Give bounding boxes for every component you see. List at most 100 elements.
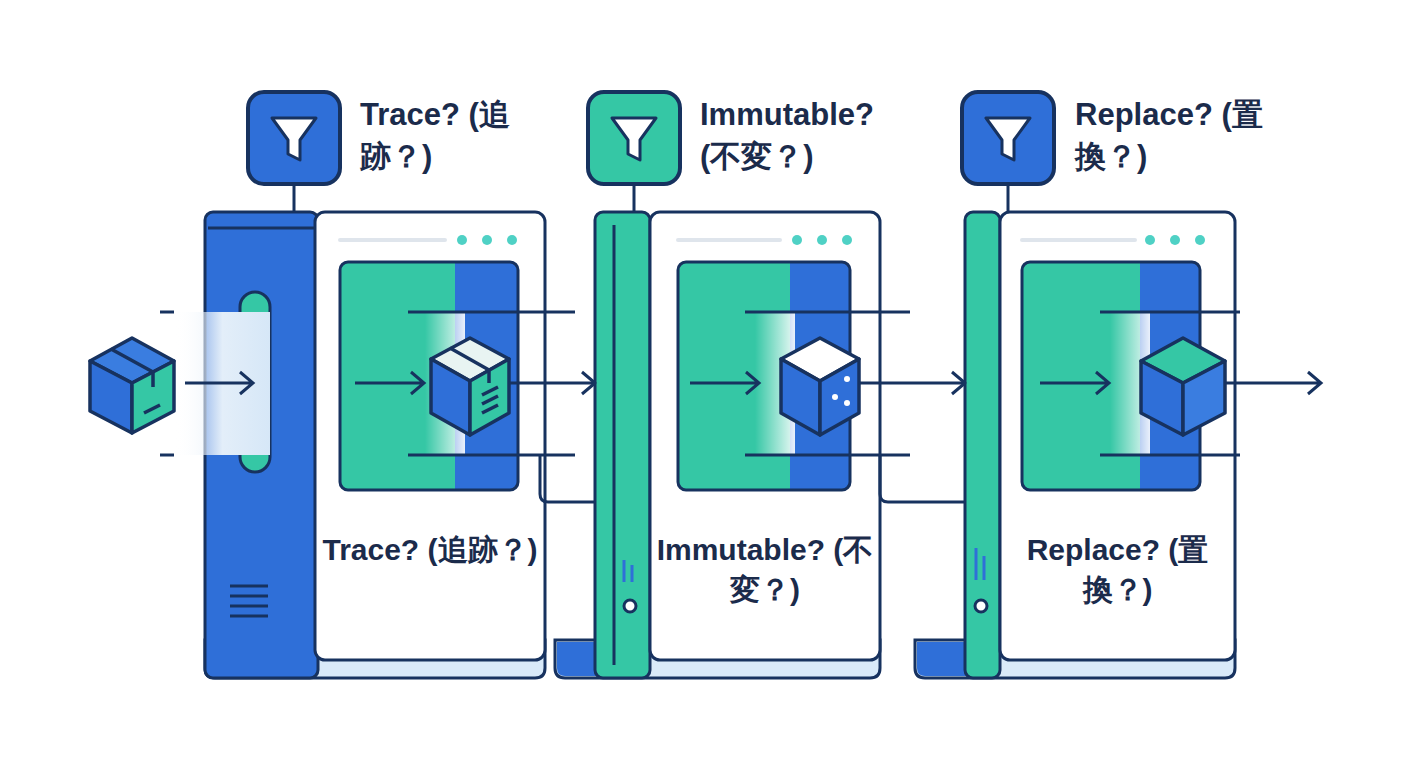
badge-box [962, 92, 1054, 184]
output-arrow [1226, 372, 1321, 394]
cube-face [1183, 361, 1225, 435]
status-bar [983, 556, 986, 580]
pipe-link [880, 455, 968, 502]
cube-dot [844, 376, 850, 382]
funnel-icon [612, 118, 656, 160]
step-label: Immutable? (不変？) [650, 530, 880, 610]
doc-line [482, 396, 498, 404]
title-bar [678, 238, 780, 242]
cube-label [144, 405, 160, 413]
base-accent [557, 642, 598, 676]
input-package [90, 312, 174, 455]
server-strip [965, 212, 1000, 678]
step-heading: Immutable? (不変？) [700, 94, 900, 178]
cube-face [1141, 361, 1183, 435]
cube-dot [832, 394, 838, 400]
screen-arrow [690, 372, 759, 394]
window-dot [1195, 235, 1205, 245]
package-cube [1141, 338, 1225, 435]
title-bar [340, 238, 445, 242]
cube-tape [111, 349, 153, 387]
filter-badge [588, 92, 680, 212]
vent-line [230, 615, 268, 618]
window-dot [482, 235, 492, 245]
window-dot [1145, 235, 1155, 245]
base-accent [917, 642, 968, 676]
guide-line [745, 311, 910, 314]
cube-face [820, 359, 859, 435]
title-bar [1022, 238, 1135, 242]
arrow-line [880, 382, 965, 385]
app-window [1000, 212, 1235, 660]
cube-face [90, 361, 132, 433]
package-cube [781, 338, 859, 435]
server-panel-art [555, 212, 968, 678]
screen-arrow [355, 372, 424, 394]
server-panel: Replace? (置換？)Replace? (置換？) [965, 212, 1235, 678]
arrow-stub [859, 382, 880, 385]
step-label: Trace? (追跡？) [315, 530, 545, 570]
package-cube [90, 338, 174, 433]
status-bar [631, 565, 634, 582]
guide-line [408, 454, 575, 457]
server-strip [595, 212, 650, 678]
dash-mark [160, 311, 174, 314]
pipe-link [540, 455, 598, 502]
strip-edge [613, 225, 616, 665]
app-window [315, 212, 545, 660]
vent-line [230, 605, 268, 608]
step-label: Replace? (置換？) [1000, 530, 1235, 610]
step-heading: Replace? (置換？) [1075, 94, 1265, 178]
badge-stem [1007, 184, 1010, 212]
guide-line [408, 311, 575, 314]
intake-band [175, 312, 270, 455]
guide-line [1100, 311, 1240, 314]
status-bar [975, 548, 978, 580]
funnel-icon [272, 118, 316, 160]
window-dot [457, 235, 467, 245]
doc-line [482, 387, 498, 395]
vent-lines [230, 586, 268, 616]
doc-line [482, 405, 498, 413]
power-button [975, 600, 987, 612]
cube-face [431, 359, 470, 435]
filter-badge [248, 92, 340, 212]
cube-dot [844, 400, 850, 406]
server-panel: Trace? (追跡？)Trace? (追跡？) [205, 212, 545, 678]
badge-box [588, 92, 680, 184]
server-panel-art [175, 212, 598, 678]
guide-line [1100, 454, 1240, 457]
window-dot [507, 235, 517, 245]
vent-line [230, 595, 268, 598]
tower-edge [208, 227, 315, 230]
flow-arrow [880, 372, 965, 394]
filter-badge [962, 92, 1054, 212]
server-panel: Immutable? (不変？)Immutable? (不変？) [595, 212, 880, 678]
cube-face [781, 359, 820, 435]
status-bar [623, 560, 626, 582]
input-arrow [185, 372, 253, 394]
dash-mark [160, 454, 174, 457]
window-dot [792, 235, 802, 245]
guide-line [745, 454, 910, 457]
window-dot [1170, 235, 1180, 245]
badge-stem [293, 184, 296, 212]
screen-arrow [1040, 372, 1109, 394]
arrow-line [545, 382, 595, 385]
window-dot [817, 235, 827, 245]
flow-arrow [545, 372, 595, 394]
server-panel-art [915, 212, 1321, 678]
funnel-icon [986, 118, 1030, 160]
step-heading: Trace? (追跡？) [360, 94, 550, 178]
arrow-head [952, 372, 965, 394]
app-window [650, 212, 880, 660]
vent-line [230, 585, 268, 588]
power-button [624, 600, 636, 612]
package-cube [431, 338, 509, 435]
arrow-stub [509, 382, 545, 385]
arrow-head [582, 372, 595, 394]
badge-box [248, 92, 340, 184]
cube-tape [450, 348, 489, 383]
